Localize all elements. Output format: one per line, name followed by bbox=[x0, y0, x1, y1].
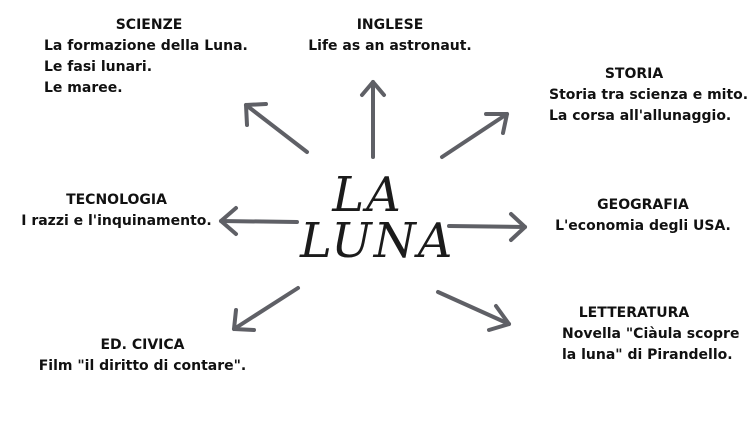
node-inglese: INGLESE Life as an astronaut. bbox=[300, 15, 480, 57]
topic-line: L'economia degli USA. bbox=[555, 218, 731, 234]
topic-line: Film "il diritto di contare". bbox=[38, 358, 247, 374]
node-letteratura: LETTERATURA Novella "Ciàula scopre la lu… bbox=[562, 303, 739, 366]
center-title-line1: LA bbox=[332, 167, 403, 223]
subject-label: ED. CIVICA bbox=[100, 337, 185, 353]
node-storia: STORIA Storia tra scienza e mito. La cor… bbox=[549, 64, 748, 127]
center-title-line2: LUNA bbox=[300, 213, 455, 269]
topic-line: Novella "Ciàula scopre bbox=[562, 326, 740, 342]
arrow-tecnologia bbox=[219, 206, 299, 236]
node-geografia: GEOGRAFIA L'economia degli USA. bbox=[553, 195, 733, 237]
subject-label: LETTERATURA bbox=[578, 305, 690, 321]
topic-line: Life as an astronaut. bbox=[308, 38, 472, 54]
topic-line: la luna" di Pirandello. bbox=[562, 347, 733, 363]
arrow-inglese bbox=[360, 80, 386, 159]
node-tecnologia: TECNOLOGIA I razzi e l'inquinamento. bbox=[14, 190, 219, 232]
arrow-scienze bbox=[244, 102, 309, 154]
center-title: LA LUNA bbox=[300, 167, 455, 269]
topic-line: La formazione della Luna. bbox=[44, 38, 248, 54]
arrow-edcivica bbox=[232, 286, 300, 332]
subject-label: STORIA bbox=[604, 66, 664, 82]
subject-label: INGLESE bbox=[356, 17, 424, 33]
subject-label: GEOGRAFIA bbox=[597, 197, 689, 213]
arrow-geografia bbox=[447, 212, 527, 242]
arrow-letteratura bbox=[436, 290, 511, 332]
node-scienze: SCIENZE La formazione della Luna. Le fas… bbox=[44, 15, 254, 99]
arrow-storia bbox=[440, 112, 509, 159]
topic-line: Le fasi lunari. bbox=[44, 59, 153, 75]
node-edcivica: ED. CIVICA Film "il diritto di contare". bbox=[30, 335, 255, 377]
subject-label: SCIENZE bbox=[115, 17, 183, 33]
topic-line: Storia tra scienza e mito. bbox=[549, 87, 749, 103]
topic-line: I razzi e l'inquinamento. bbox=[21, 213, 212, 229]
subject-label: TECNOLOGIA bbox=[66, 192, 167, 208]
topic-line: Le maree. bbox=[44, 80, 123, 96]
topic-line: La corsa all'allunaggio. bbox=[549, 108, 732, 124]
